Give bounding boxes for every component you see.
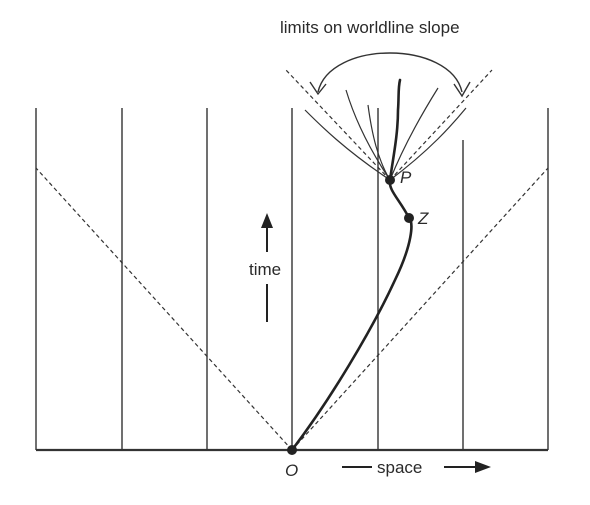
arc-arrowhead-left bbox=[309, 81, 327, 96]
light-cone-p-left-edge bbox=[285, 69, 391, 181]
light-cone-right-edge bbox=[291, 167, 549, 451]
future-branch bbox=[389, 87, 439, 181]
slope-limit-arc bbox=[309, 52, 471, 98]
future-branch bbox=[304, 109, 391, 181]
time-label: time bbox=[249, 260, 281, 279]
light-cone-origin bbox=[35, 167, 549, 451]
origin-label: O bbox=[285, 461, 298, 480]
future-branch bbox=[345, 89, 391, 181]
future-branch bbox=[367, 104, 391, 181]
light-cone-left-edge bbox=[35, 167, 293, 451]
point-p-label: P bbox=[400, 168, 412, 187]
space-arrow-head bbox=[475, 461, 491, 473]
space-arrow bbox=[342, 461, 491, 473]
worldline bbox=[290, 78, 413, 452]
point-p bbox=[385, 175, 395, 185]
space-label: space bbox=[377, 458, 422, 477]
origin-point bbox=[287, 445, 297, 455]
slope-limit-caption: limits on worldline slope bbox=[280, 18, 460, 37]
time-arrow-head bbox=[261, 213, 273, 228]
light-cone-p-right-edge bbox=[389, 69, 493, 181]
vertical-gridlines bbox=[35, 108, 549, 450]
time-arrow bbox=[261, 213, 273, 322]
future-worldlines bbox=[304, 87, 467, 181]
point-z bbox=[404, 213, 414, 223]
arc-arrowhead-right bbox=[453, 81, 471, 98]
arc-line bbox=[317, 52, 463, 93]
point-z-label: Z bbox=[417, 209, 429, 228]
future-branch bbox=[389, 107, 467, 181]
light-cone-p bbox=[285, 69, 493, 181]
